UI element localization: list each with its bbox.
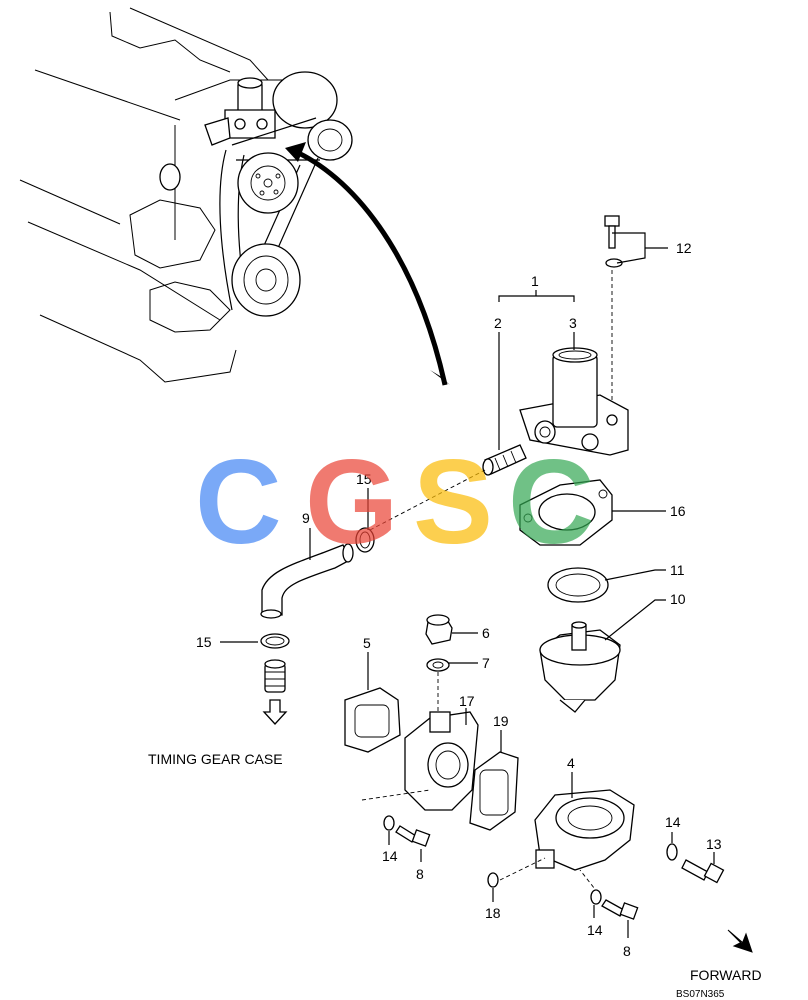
watermark-letter-s: S [413, 435, 493, 569]
callout-12: 12 [676, 240, 692, 256]
thermostat-housing-4 [499, 772, 635, 894]
callout-10: 10 [670, 591, 686, 607]
callout-19: 19 [493, 713, 509, 729]
hose-clamp-15-upper [355, 469, 486, 553]
callout-16: 16 [670, 503, 686, 519]
water-outlet-housing-17 [404, 708, 479, 811]
callout-8-left: 8 [416, 866, 424, 882]
water-hose-9 [260, 528, 354, 619]
bolt-13 [681, 852, 725, 884]
callout-15-upper: 15 [356, 471, 372, 487]
thermostat-10 [539, 599, 666, 713]
figure-code: BS07N365 [676, 989, 725, 1000]
engine-outline [19, 7, 450, 386]
callout-14-right: 14 [665, 814, 681, 830]
washer-7 [426, 658, 478, 712]
callout-6: 6 [482, 625, 490, 641]
hose-clamp-15-lower [220, 633, 290, 649]
watermark-letter-g: G [305, 435, 398, 569]
callout-4: 4 [567, 755, 575, 771]
thermostat-case-assembly [482, 290, 629, 476]
callout-13: 13 [706, 836, 722, 852]
watermark-letter-c2: C [508, 435, 595, 569]
callout-14-bottom: 14 [587, 922, 603, 938]
bolt-and-washer-12 [604, 215, 668, 400]
washer-14-right [666, 832, 678, 861]
nipple-fitting [262, 659, 288, 725]
callout-5: 5 [363, 635, 371, 651]
o-ring-11 [547, 567, 666, 603]
gasket-16 [519, 479, 666, 546]
callout-11: 11 [670, 562, 685, 578]
callout-8-bottom: 8 [623, 943, 631, 959]
washer-14-left [383, 815, 395, 845]
callout-18: 18 [485, 905, 501, 921]
timing-gear-case-label: TIMING GEAR CASE [148, 751, 283, 767]
gasket-19 [469, 730, 519, 831]
callout-17: 17 [459, 693, 475, 709]
washer-14-bottom [590, 889, 602, 918]
callout-1: 1 [531, 273, 539, 289]
forward-arrow-icon [727, 929, 753, 953]
plug-6 [425, 614, 478, 645]
callout-2: 2 [494, 315, 502, 331]
watermark-logo: C G S C [195, 435, 595, 569]
callout-15-lower: 15 [196, 634, 212, 650]
bolt-8-left [361, 789, 431, 862]
forward-label: FORWARD [690, 967, 762, 983]
washer-18 [487, 872, 499, 902]
callout-3: 3 [569, 315, 577, 331]
bolt-8-bottom [601, 899, 639, 938]
watermark-letter-c: C [195, 435, 282, 569]
callout-9: 9 [302, 510, 310, 526]
gasket-5 [344, 652, 401, 753]
callout-7: 7 [482, 655, 490, 671]
callout-14-left: 14 [382, 848, 398, 864]
